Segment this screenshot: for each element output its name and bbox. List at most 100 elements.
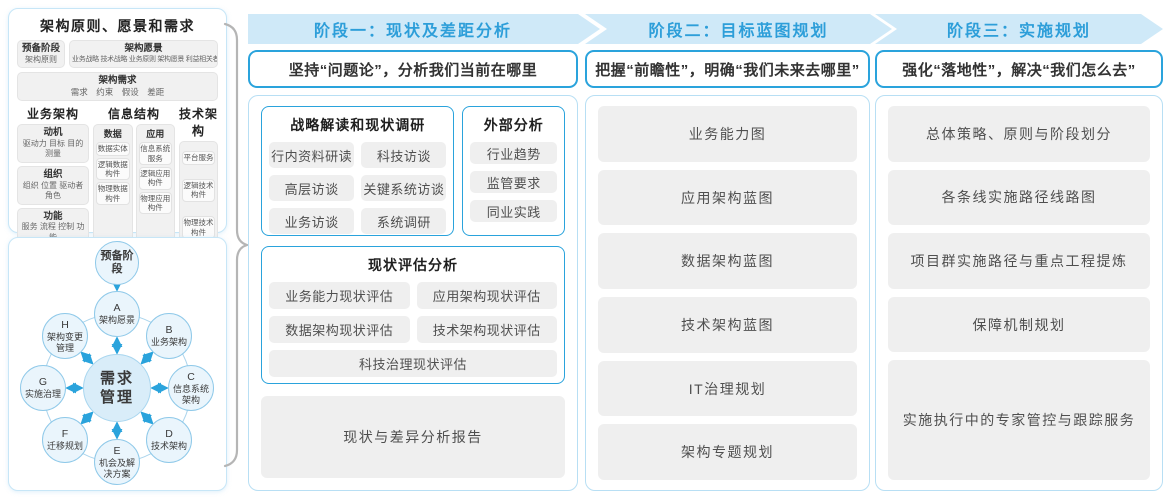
research-item: 系统调研 [361, 208, 447, 234]
prep-phase-box: 预备阶段 架构原则 [17, 40, 65, 69]
gap-analysis-report-box: 现状与差异分析报告 [261, 396, 565, 478]
assessment-item: 科技治理现状评估 [269, 350, 557, 377]
adm-prep-circle: 预备阶段 [95, 241, 139, 285]
phase1-banner: 阶段一：现状及差距分析 [248, 14, 600, 44]
data-subcolumn: 数据 数据实体 逻辑数据构件 物理数据构件 [93, 124, 133, 250]
motivation-box: 动机 驱动力 目标 目的 测量 [17, 124, 89, 163]
phase2-item: 数据架构蓝图 [598, 233, 857, 290]
architecture-vision-title: 架构愿景 [124, 43, 163, 54]
phase3-slogan: 强化“落地性”，解决“我们怎么去” [875, 50, 1163, 88]
prep-phase-sub: 架构原则 [25, 54, 57, 64]
assessment-item: 应用架构现状评估 [416, 282, 557, 309]
architecture-framework-panel: 架构原则、愿景和需求 预备阶段 架构原则 架构愿景 业务战略 技术战略 业务原则… [8, 8, 227, 291]
research-item: 业务访谈 [269, 208, 355, 234]
function-title: 功能 [43, 210, 63, 222]
adm-center-label: 需求管理 [99, 369, 134, 407]
technology-item: 平台服务 [182, 151, 215, 165]
prep-phase-title: 预备阶段 [21, 43, 60, 54]
business-architecture-column: 业务架构 动机 驱动力 目标 目的 测量 组织 组织 位置 驱动者 角色 功能 … [17, 105, 89, 249]
information-structure-header: 信息结构 [107, 107, 160, 122]
application-item: 逻辑应用构件 [138, 166, 172, 190]
architecture-requirements-sub: 需求 约束 假设 差距 [70, 87, 165, 98]
framework-domain-columns: 业务架构 动机 驱动力 目标 目的 测量 组织 组织 位置 驱动者 角色 功能 … [17, 105, 219, 250]
phase1-content-panel: 战略解读和现状调研 行内资料研读 科技访谈 高层访谈 关键系统访谈 业务访谈 系… [248, 95, 578, 491]
phase2-content-panel: 业务能力图 应用架构蓝图 数据架构蓝图 技术架构蓝图 IT治理规划 架构专题规划 [585, 95, 870, 491]
assessment-item: 业务能力现状评估 [269, 282, 410, 309]
phase3-item: 项目群实施路径与重点工程提炼 [888, 233, 1150, 289]
research-item: 科技访谈 [361, 142, 447, 168]
architecture-requirements-title: 架构需求 [98, 75, 137, 87]
external-item: 监管要求 [470, 171, 557, 193]
technology-item: 逻辑技术构件 [182, 179, 215, 202]
research-item: 关键系统访谈 [361, 175, 447, 201]
curly-brace [223, 22, 250, 468]
phase3-item: 总体策略、原则与阶段划分 [888, 106, 1150, 162]
motivation-sub: 驱动力 目标 目的 测量 [22, 139, 84, 159]
phase2-item: 业务能力图 [598, 106, 857, 162]
technology-item: 物理技术构件 [182, 216, 215, 239]
data-item: 物理数据构件 [96, 182, 130, 206]
phase3-item: 实施执行中的专家管控与跟踪服务 [888, 360, 1150, 480]
framework-title: 架构原则、愿景和需求 [40, 18, 195, 34]
phase3-banner-label: 阶段三：实施规划 [946, 23, 1091, 40]
phase3-item: 各条线实施路径线路图 [888, 169, 1150, 226]
motivation-title: 动机 [43, 127, 63, 139]
application-item: 信息系统服务 [138, 142, 172, 165]
application-item: 物理应用构件 [138, 191, 172, 215]
external-analysis-group: 外部分析 行业趋势 监管要求 同业实践 [462, 106, 565, 236]
phase2-slogan: 把握“前瞻性”，明确“我们未来去哪里” [585, 50, 870, 88]
phase3-content-panel: 总体策略、原则与阶段划分 各条线实施路径线路图 项目群实施路径与重点工程提炼 保… [875, 95, 1163, 491]
phase2-banner-label: 阶段二：目标蓝图规划 [648, 23, 829, 40]
phase2-item: 技术架构蓝图 [598, 297, 857, 353]
strategy-research-group: 战略解读和现状调研 行内资料研读 科技访谈 高层访谈 关键系统访谈 业务访谈 系… [261, 106, 455, 236]
external-item: 同业实践 [470, 200, 557, 222]
application-subcolumn: 应用 信息系统服务 逻辑应用构件 物理应用构件 [135, 124, 175, 250]
research-item: 行内资料研读 [269, 142, 355, 168]
strategy-research-title: 战略解读和现状调研 [290, 117, 426, 133]
external-item: 行业趋势 [470, 142, 557, 164]
phase2-item: 架构专题规划 [598, 424, 857, 481]
architecture-requirements-box: 架构需求 需求 约束 假设 差距 [17, 72, 218, 102]
phase1-banner-label: 阶段一：现状及差距分析 [313, 23, 512, 40]
external-analysis-title: 外部分析 [483, 117, 544, 133]
architecture-vision-sub: 业务战略 技术战略 业务原则 架构愿景 利益相关者 [72, 55, 218, 63]
organization-sub: 组织 位置 驱动者 角色 [22, 180, 84, 201]
assessment-title: 现状评估分析 [368, 257, 458, 273]
phase1-slogan: 坚持“问题论”，分析我们当前在哪里 [248, 50, 578, 88]
technology-architecture-header: 技术架构 [179, 107, 219, 139]
assessment-item: 技术架构现状评估 [416, 316, 557, 343]
application-title: 应用 [146, 129, 165, 140]
phase3-banner: 阶段三：实施规划 [875, 14, 1163, 44]
assessment-group: 现状评估分析 业务能力现状评估 应用架构现状评估 数据架构现状评估 技术架构现状… [261, 246, 565, 384]
technology-architecture-column: 技术架构 平台服务 逻辑技术构件 物理技术构件 [179, 105, 219, 250]
organization-title: 组织 [43, 168, 63, 180]
assessment-item: 数据架构现状评估 [269, 316, 410, 343]
adm-flow-arrows [65, 281, 169, 440]
adm-center-circle: 需求管理 [83, 354, 151, 422]
framework-top-row: 预备阶段 架构原则 架构愿景 业务战略 技术战略 业务原则 架构愿景 利益相关者 [17, 40, 218, 69]
phase2-item: 应用架构蓝图 [598, 169, 857, 226]
data-item: 逻辑数据构件 [96, 157, 130, 181]
technology-box: 平台服务 逻辑技术构件 物理技术构件 [179, 141, 218, 250]
organization-box: 组织 组织 位置 驱动者 角色 [17, 165, 89, 205]
architecture-vision-box: 架构愿景 业务战略 技术战略 业务原则 架构愿景 利益相关者 [69, 40, 218, 69]
phase3-item: 保障机制规划 [888, 296, 1150, 353]
phase2-item: IT治理规划 [598, 360, 857, 417]
business-architecture-header: 业务架构 [26, 107, 79, 122]
adm-prep-label: 预备阶段 [100, 249, 134, 275]
information-structure-column: 信息结构 数据 数据实体 逻辑数据构件 物理数据构件 应用 信息系统服务 逻辑应… [93, 105, 175, 250]
data-item: 数据实体 [96, 142, 130, 156]
framework-requirements-row: 架构需求 需求 约束 假设 差距 [17, 72, 218, 102]
phase2-banner: 阶段二：目标蓝图规划 [585, 14, 892, 44]
data-title: 数据 [103, 129, 122, 140]
